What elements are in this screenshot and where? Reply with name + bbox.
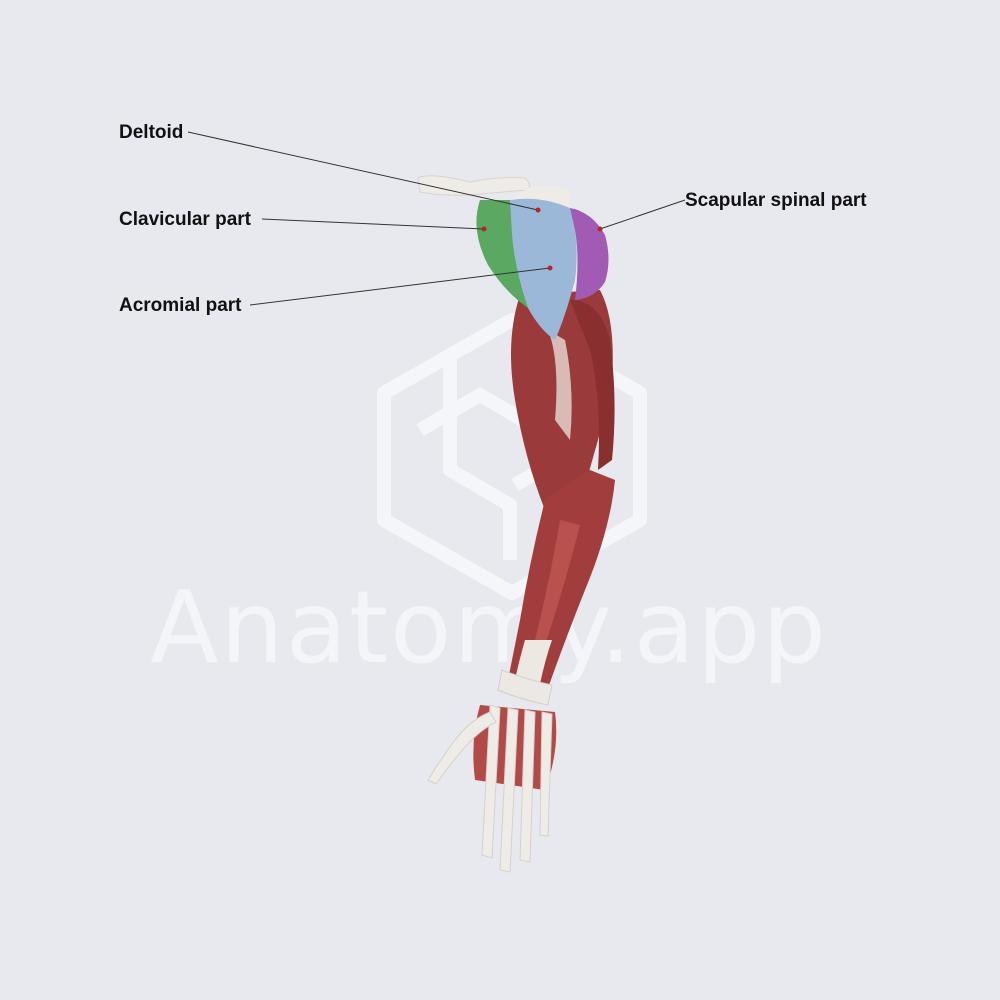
label-deltoid: Deltoid — [119, 122, 184, 143]
finger-bone-index — [481, 704, 501, 859]
scapular-spinal-part-marker-dot — [597, 226, 603, 232]
label-clavicular-part: Clavicular part — [119, 209, 251, 230]
clavicular-part-marker-dot — [481, 226, 487, 232]
tendon-upper — [548, 330, 572, 440]
finger-bone-little — [539, 711, 553, 837]
acromial-part-leader-line — [249, 267, 551, 306]
leader-lines — [187, 131, 686, 306]
wrist-tendons — [515, 640, 552, 684]
wrist-retinaculum — [497, 669, 553, 706]
thumb-bone — [427, 711, 497, 785]
label-scapular-spinal-part: Scapular spinal part — [685, 190, 867, 211]
scapular-spinal-part-leader-line — [599, 199, 686, 230]
deltoid-marker-dot — [535, 207, 541, 213]
finger-bone-ring — [519, 709, 536, 863]
hand-bones — [427, 704, 553, 873]
triceps-muscle — [570, 300, 615, 470]
acromion-bone — [510, 185, 570, 208]
marker-dots — [481, 207, 603, 271]
clavicular-part-leader-line — [261, 218, 485, 230]
label-acromial-part: Acromial part — [119, 295, 242, 316]
deltoid-leader-line — [187, 131, 539, 211]
finger-bone-middle — [499, 707, 519, 873]
acromial-part-marker-dot — [547, 265, 553, 271]
clavicle-bone — [417, 175, 530, 196]
watermark-text: Anatomy.app — [150, 569, 828, 686]
watermark-hexagon — [377, 313, 647, 600]
forearm-highlight — [535, 520, 580, 645]
